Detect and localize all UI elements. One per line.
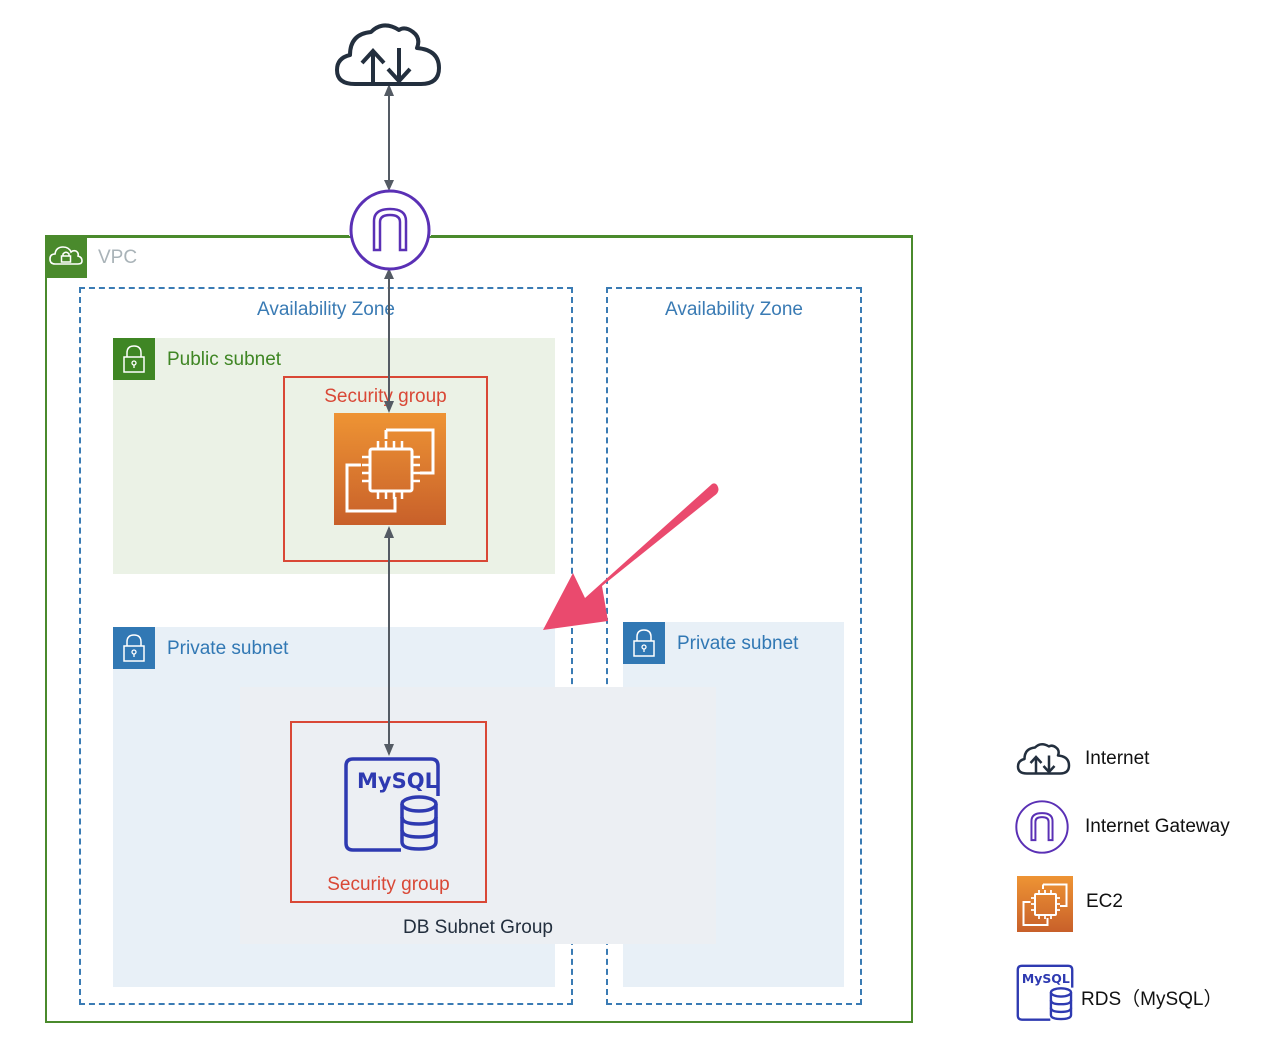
legend-rds-label: RDS（MySQL） bbox=[1081, 989, 1223, 1010]
rds-mysql-icon: MySQL bbox=[1016, 964, 1074, 1021]
connector-ec2-rds bbox=[384, 526, 394, 756]
connector-igw-ec2 bbox=[384, 268, 394, 413]
security-group-ec2-label: Security group bbox=[324, 386, 447, 407]
db-subnet-group-label: DB Subnet Group bbox=[403, 917, 553, 938]
security-group-ec2 bbox=[283, 376, 488, 562]
public-subnet-label: Public subnet bbox=[167, 349, 282, 370]
availability-zone-right bbox=[606, 287, 862, 1005]
arrowhead-down bbox=[384, 180, 394, 191]
legend-ec2-label: EC2 bbox=[1086, 891, 1123, 912]
vpc-badge bbox=[45, 236, 87, 278]
rds-icon-text: MySQL bbox=[357, 769, 438, 793]
legend-ec2-icon-wrap bbox=[1017, 876, 1073, 932]
legend-internet-label: Internet bbox=[1085, 748, 1150, 769]
annotation-arrow bbox=[543, 483, 719, 630]
arrowhead-up bbox=[384, 84, 394, 96]
rds-mysql-icon: MySQL bbox=[344, 757, 440, 852]
internet[interactable] bbox=[333, 22, 445, 92]
vpc-label: VPC bbox=[98, 247, 138, 268]
internet-gateway-icon bbox=[1015, 800, 1069, 854]
legend-rds-icon-text: MySQL bbox=[1022, 971, 1070, 986]
private-subnet-right-label: Private subnet bbox=[677, 633, 799, 654]
pink-arrow-shape bbox=[543, 483, 719, 630]
vpc-top-edge-overlay bbox=[45, 235, 349, 237]
internet-cloud-icon bbox=[1016, 743, 1071, 775]
availability-zone-left bbox=[79, 287, 573, 1005]
vpc-top-edge-overlay-right bbox=[431, 235, 913, 237]
rds-mysql-instance[interactable]: MySQL bbox=[343, 756, 441, 854]
lock-icon bbox=[123, 634, 145, 662]
private-subnet-left-label: Private subnet bbox=[167, 638, 289, 659]
lock-icon bbox=[123, 345, 145, 373]
security-group-rds-label: Security group bbox=[327, 874, 450, 895]
internet-gateway-icon bbox=[349, 189, 431, 271]
arrowhead-up bbox=[384, 526, 394, 538]
arrowhead-down bbox=[384, 401, 394, 413]
legend-igw-icon-wrap bbox=[1015, 800, 1069, 854]
legend-internet-icon-wrap bbox=[1016, 742, 1072, 778]
internet-gateway[interactable] bbox=[349, 189, 431, 271]
arrowhead-up bbox=[384, 268, 394, 279]
connector-internet-igw bbox=[384, 84, 394, 191]
legend-igw-label: Internet Gateway bbox=[1085, 816, 1230, 837]
private-subnet-right-badge bbox=[623, 622, 665, 664]
ec2-instance-icon bbox=[334, 413, 446, 525]
lock-icon bbox=[633, 629, 655, 657]
arrowhead-down bbox=[384, 744, 394, 756]
ec2-instance-icon bbox=[1017, 876, 1073, 932]
availability-zone-right-label: Availability Zone bbox=[664, 299, 803, 320]
vpc-cloud-lock-icon bbox=[49, 246, 83, 265]
vpc-boundary bbox=[45, 236, 913, 1023]
private-subnet-left-badge bbox=[113, 627, 155, 669]
ec2-instance[interactable] bbox=[334, 413, 446, 525]
internet-cloud-icon bbox=[335, 23, 441, 86]
legend-rds-icon-wrap: MySQL bbox=[1016, 964, 1074, 1022]
public-subnet-badge bbox=[113, 338, 155, 380]
availability-zone-left-label: Availability Zone bbox=[256, 299, 395, 320]
